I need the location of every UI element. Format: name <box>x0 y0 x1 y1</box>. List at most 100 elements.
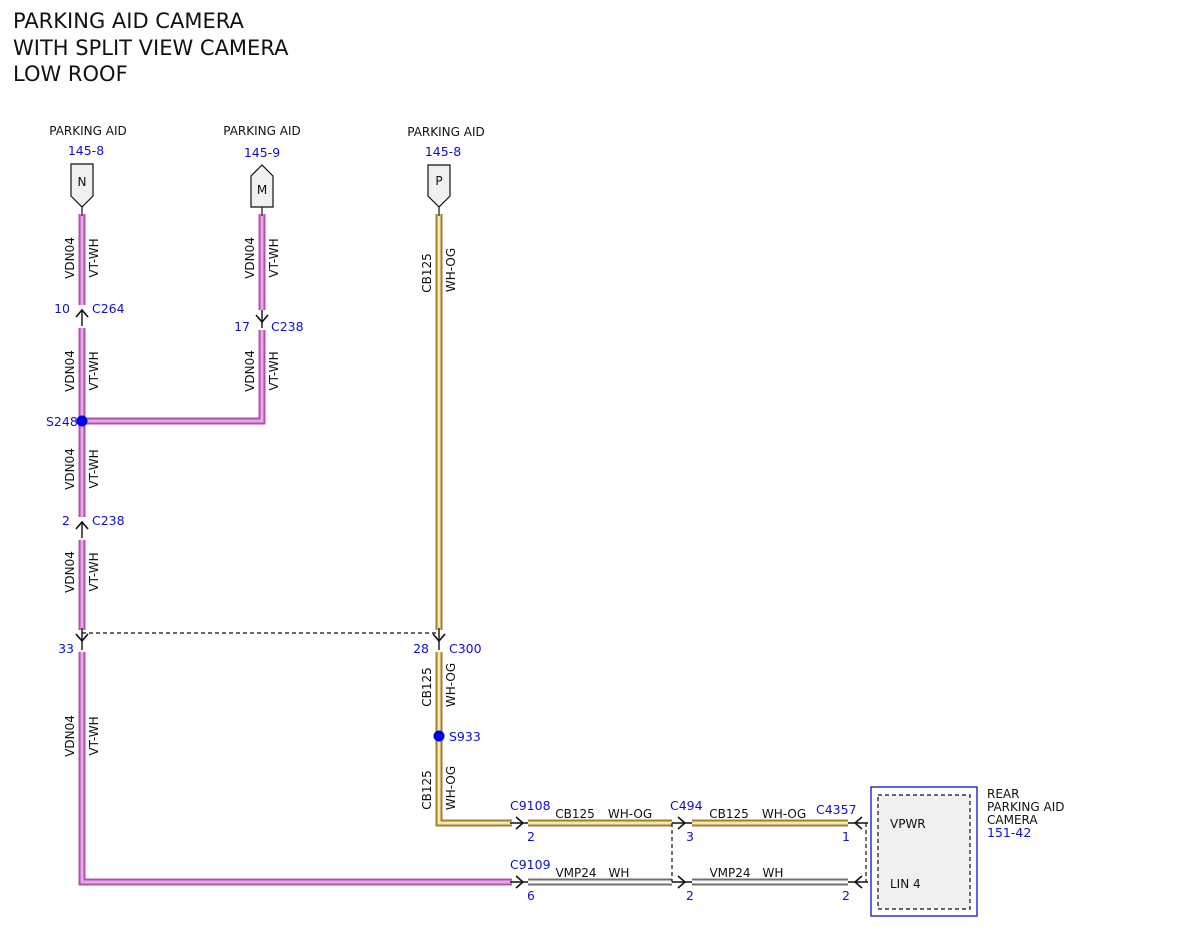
svg-text:CB125: CB125 <box>420 770 434 810</box>
title-line-2: WITH SPLIT VIEW CAMERA <box>13 36 289 60</box>
svg-text:VDN04: VDN04 <box>63 448 77 490</box>
module-ref: 151-42 <box>987 825 1031 840</box>
connector-c264-pin: 10 <box>54 301 70 316</box>
svg-text:VDN04: VDN04 <box>63 237 77 279</box>
wire-label-vdn04-7: VDN04 VT-WH <box>63 715 101 757</box>
connector-c9108-name: C9108 <box>510 798 551 813</box>
connector-c238-top: 17 C238 <box>234 310 304 334</box>
module-label-line-1: REAR <box>987 787 1019 801</box>
connector-c238-top-name: C238 <box>271 319 304 334</box>
svg-text:WH-OG: WH-OG <box>444 248 458 292</box>
source-p-label: PARKING AID <box>407 125 485 139</box>
module-pin-vpwr: VPWR <box>890 817 926 831</box>
connector-c300-left: 33 <box>58 628 89 656</box>
source-m-shape <box>250 164 274 208</box>
connector-c9109-name: C9109 <box>510 857 551 872</box>
connector-c238-bottom-name: C238 <box>92 513 125 528</box>
connector-c4357-name: C4357 <box>816 802 857 817</box>
wire-label-cb125-3: CB125 WH-OG <box>420 766 458 810</box>
splice-s248-label: S248 <box>46 414 78 429</box>
svg-text:WH-OG: WH-OG <box>444 766 458 810</box>
source-m-label: PARKING AID <box>223 124 301 138</box>
connector-c4357-top-pin: 1 <box>842 829 850 844</box>
svg-text:WH-OG: WH-OG <box>444 663 458 707</box>
svg-text:VDN04: VDN04 <box>243 237 257 279</box>
connector-c238-top-pin: 17 <box>234 319 250 334</box>
connector-c9109: C9109 6 <box>510 857 551 903</box>
title-line-3: LOW ROOF <box>13 62 128 86</box>
source-p: PARKING AID 145-8 P <box>407 125 485 216</box>
connector-c494-top: C494 3 <box>670 798 703 844</box>
module-label-line-2: PARKING AID <box>987 800 1065 814</box>
svg-text:WH: WH <box>609 866 630 880</box>
wire-label-vdn04-4: VDN04 VT-WH <box>243 350 281 392</box>
source-p-shape <box>427 164 451 208</box>
connector-c300-left-pin: 33 <box>58 641 74 656</box>
wire-label-cb125-2: CB125 WH-OG <box>420 663 458 707</box>
splice-s933-label: S933 <box>449 729 481 744</box>
svg-text:VT-WH: VT-WH <box>87 351 101 390</box>
source-n-pin: N <box>78 175 87 189</box>
connector-c238-bottom: 2 C238 <box>62 513 125 538</box>
svg-text:VDN04: VDN04 <box>243 350 257 392</box>
connector-c4357-top: C4357 1 <box>816 802 868 844</box>
wire-label-vdn04-6: VDN04 VT-WH <box>63 551 101 593</box>
svg-text:VMP24: VMP24 <box>709 866 750 880</box>
svg-text:VT-WH: VT-WH <box>267 238 281 277</box>
wire-cb125-vertical <box>435 214 512 827</box>
wire-label-vdn04-3: VDN04 VT-WH <box>63 350 101 392</box>
svg-text:WH-OG: WH-OG <box>762 807 806 821</box>
source-n-label: PARKING AID <box>49 124 127 138</box>
splice-s248: S248 <box>46 414 88 429</box>
connector-c494-top-pin: 3 <box>686 829 694 844</box>
connector-c4357-bottom: 2 <box>842 875 868 903</box>
svg-text:VT-WH: VT-WH <box>87 238 101 277</box>
svg-text:VDN04: VDN04 <box>63 551 77 593</box>
svg-text:VT-WH: VT-WH <box>87 552 101 591</box>
svg-text:VDN04: VDN04 <box>63 715 77 757</box>
module-pin-lin: LIN 4 <box>890 877 921 891</box>
wire-label-vmp24-h1: VMP24 WH <box>555 866 629 880</box>
connector-c300-right: 28 C300 <box>413 628 482 656</box>
svg-text:CB125: CB125 <box>420 253 434 293</box>
source-m: PARKING AID 145-9 M <box>223 124 301 216</box>
svg-text:VT-WH: VT-WH <box>267 351 281 390</box>
module-label-line-3: CAMERA <box>987 813 1038 827</box>
source-m-ref: 145-9 <box>244 145 280 160</box>
wire-label-vmp24-h2: VMP24 WH <box>709 866 783 880</box>
module-rear-parking-aid-camera: VPWR LIN 4 REAR PARKING AID CAMERA 151-4… <box>870 786 1065 917</box>
connector-c9108: C9108 2 <box>510 798 551 844</box>
svg-text:CB125: CB125 <box>709 807 749 821</box>
svg-text:VDN04: VDN04 <box>63 350 77 392</box>
splice-s933: S933 <box>433 729 481 744</box>
svg-text:CB125: CB125 <box>420 667 434 707</box>
source-n: PARKING AID 145-8 N <box>49 124 127 216</box>
source-m-pin: M <box>257 183 267 197</box>
source-p-pin: P <box>435 174 442 188</box>
source-p-ref: 145-8 <box>425 144 461 159</box>
wire-label-vdn04-5: VDN04 VT-WH <box>63 448 101 490</box>
wire-label-vdn04-1: VDN04 VT-WH <box>63 237 101 279</box>
svg-text:VT-WH: VT-WH <box>87 449 101 488</box>
svg-text:WH-OG: WH-OG <box>608 807 652 821</box>
wire-label-cb125-1: CB125 WH-OG <box>420 248 458 293</box>
connector-c4357-bottom-pin: 2 <box>842 888 850 903</box>
svg-text:VMP24: VMP24 <box>555 866 596 880</box>
connector-c300-right-name: C300 <box>449 641 482 656</box>
connector-c264: 10 C264 <box>54 301 125 326</box>
source-n-shape <box>70 163 94 208</box>
svg-text:WH: WH <box>763 866 784 880</box>
wire-label-cb125-h2: CB125 WH-OG <box>709 807 806 821</box>
connector-c494-bottom: 2 <box>672 875 694 903</box>
svg-text:CB125: CB125 <box>555 807 595 821</box>
connector-c300-right-pin: 28 <box>413 641 429 656</box>
source-n-ref: 145-8 <box>68 143 104 158</box>
wire-label-vdn04-2: VDN04 VT-WH <box>243 237 281 279</box>
title-line-1: PARKING AID CAMERA <box>13 9 244 33</box>
connector-c238-bottom-pin: 2 <box>62 513 70 528</box>
connector-c264-name: C264 <box>92 301 125 316</box>
wire-vdn04-m-branch <box>82 214 266 425</box>
connector-c9109-pin: 6 <box>527 888 535 903</box>
connector-c494-bottom-pin: 2 <box>686 888 694 903</box>
